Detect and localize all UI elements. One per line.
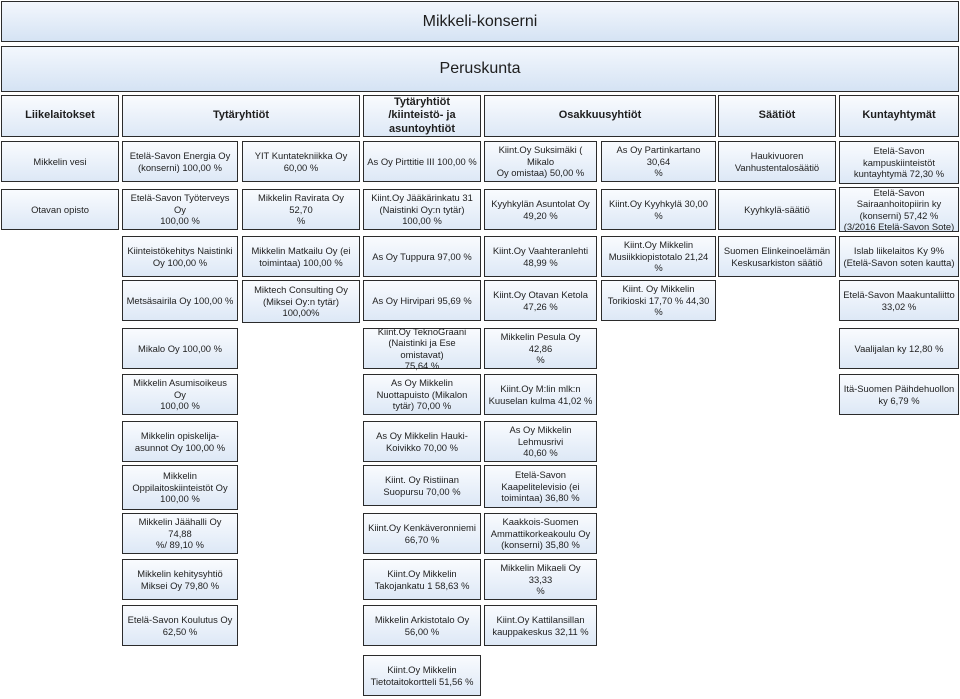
tytaryhtio-box: Etelä-Savon Työterveys Oy 100,00 % bbox=[122, 189, 238, 230]
header-saatiot: Säätiöt bbox=[718, 95, 836, 137]
osakkuusyhtio-box: Etelä-Savon Kaapelitelevisio (ei toimint… bbox=[484, 465, 597, 508]
tytaryhtio-box: Miktech Consulting Oy (Miksei Oy:n tytär… bbox=[242, 280, 360, 323]
tytaryhtio-box: Mikkelin opiskelija- asunnot Oy 100,00 % bbox=[122, 421, 238, 462]
tytaryhtio-box: Mikkelin kehitysyhtiö Miksei Oy 79,80 % bbox=[122, 559, 238, 600]
kiinteistoyhtio-box: Kiint.Oy Jääkärinkatu 31 (Naistinki Oy:n… bbox=[363, 189, 481, 230]
osakkuusyhtio-box: As Oy Partinkartano 30,64 % bbox=[601, 141, 716, 182]
kiinteistoyhtio-box: As Oy Mikkelin Nuottapuisto (Mikalon tyt… bbox=[363, 374, 481, 415]
tytaryhtio-box: Etelä-Savon Koulutus Oy 62,50 % bbox=[122, 605, 238, 646]
tytaryhtio-box: Mikkelin Jäähalli Oy 74,88 %/ 89,10 % bbox=[122, 513, 238, 554]
liikelaitos-box: Mikkelin vesi bbox=[1, 141, 119, 182]
tytaryhtio-box: Kiinteistökehitys Naistinki Oy 100,00 % bbox=[122, 236, 238, 277]
tytaryhtio-box: Metsäsairila Oy 100,00 % bbox=[122, 280, 238, 321]
osakkuusyhtio-box: Kiint.Oy Suksimäki ( Mikalo Oy omistaa) … bbox=[484, 141, 597, 182]
kuntayhtyma-box: Etelä-Savon Sairaanhoitopiirin ky (konse… bbox=[839, 187, 959, 232]
header-liikelaitokset: Liikelaitokset bbox=[1, 95, 119, 137]
osakkuusyhtio-box: Mikkelin Pesula Oy 42,86 % bbox=[484, 328, 597, 369]
osakkuusyhtio-box: Kiint.Oy M:lin mlk:n Kuuselan kulma 41,0… bbox=[484, 374, 597, 415]
kiinteistoyhtio-box: As Oy Mikkelin Hauki- Koivikko 70,00 % bbox=[363, 421, 481, 462]
kiinteistoyhtio-box: Kiint.Oy Kenkäveronniemi 66,70 % bbox=[363, 513, 481, 554]
tytaryhtio-box: Mikkelin Ravirata Oy 52,70 % bbox=[242, 189, 360, 230]
tytaryhtio-box: Mikalo Oy 100,00 % bbox=[122, 328, 238, 369]
kiinteistoyhtio-box: As Oy Tuppura 97,00 % bbox=[363, 236, 481, 277]
tytaryhtio-box: YIT Kuntatekniikka Oy 60,00 % bbox=[242, 141, 360, 182]
header-kuntayhtymat: Kuntayhtymät bbox=[839, 95, 959, 137]
saatio-box: Haukivuoren Vanhustentalosäätiö bbox=[718, 141, 836, 182]
tytaryhtio-box: Mikkelin Matkailu Oy (ei toimintaa) 100,… bbox=[242, 236, 360, 277]
osakkuusyhtio-box: Mikkelin Mikaeli Oy 33,33 % bbox=[484, 559, 597, 600]
tytaryhtio-box: Mikkelin Asumisoikeus Oy 100,00 % bbox=[122, 374, 238, 415]
page-subtitle: Peruskunta bbox=[1, 46, 959, 92]
kiinteistoyhtio-box: Kiint.Oy Mikkelin Takojankatu 1 58,63 % bbox=[363, 559, 481, 600]
kiinteistoyhtio-box: Kiint. Oy Ristiinan Suopursu 70,00 % bbox=[363, 465, 481, 506]
kiinteistoyhtio-box: Kiint.Oy TeknoGraani (Naistinki ja Ese o… bbox=[363, 326, 481, 371]
kuntayhtyma-box: Vaalijalan ky 12,80 % bbox=[839, 328, 959, 369]
osakkuusyhtio-box: Kiint.Oy Mikkelin Musiikkiopistotalo 21,… bbox=[601, 236, 716, 277]
kuntayhtyma-box: Etelä-Savon Maakuntaliitto 33,02 % bbox=[839, 280, 959, 321]
header-tytaryhtiot-kiinteisto: Tytäryhtiöt /kiinteistö- ja asuntoyhtiöt bbox=[363, 95, 481, 137]
kiinteistoyhtio-box: As Oy Hirvipari 95,69 % bbox=[363, 280, 481, 321]
page-title: Mikkeli-konserni bbox=[1, 1, 959, 42]
saatio-box: Kyyhkylä-säätiö bbox=[718, 189, 836, 230]
osakkuusyhtio-box: Kiint.Oy Vaahteranlehti 48,99 % bbox=[484, 236, 597, 277]
kuntayhtyma-box: Islab liikelaitos Ky 9% (Etelä-Savon sot… bbox=[839, 236, 959, 277]
tytaryhtio-box: Mikkelin Oppilaitoskiinteistöt Oy 100,00… bbox=[122, 465, 238, 510]
osakkuusyhtio-box: Kiint.Oy Otavan Ketola 47,26 % bbox=[484, 280, 597, 321]
header-tytaryhtiot: Tytäryhtiöt bbox=[122, 95, 360, 137]
kuntayhtyma-box: Itä-Suomen Päihdehuollon ky 6,79 % bbox=[839, 374, 959, 415]
osakkuusyhtio-box: As Oy Mikkelin Lehmusrivi 40,60 % bbox=[484, 421, 597, 462]
osakkuusyhtio-box: Kiint.Oy Kyyhkylä 30,00 % bbox=[601, 189, 716, 230]
tytaryhtio-box: Etelä-Savon Energia Oy (konserni) 100,00… bbox=[122, 141, 238, 182]
liikelaitos-box: Otavan opisto bbox=[1, 189, 119, 230]
kiinteistoyhtio-box: Kiint.Oy Mikkelin Tietotaitokortteli 51,… bbox=[363, 655, 481, 696]
kiinteistoyhtio-box: Mikkelin Arkistotalo Oy 56,00 % bbox=[363, 605, 481, 646]
osakkuusyhtio-box: Kyyhkylän Asuntolat Oy 49,20 % bbox=[484, 189, 597, 230]
kuntayhtyma-box: Etelä-Savon kampuskiinteistöt kuntayhtym… bbox=[839, 141, 959, 184]
kiinteistoyhtio-box: As Oy Pirttitie III 100,00 % bbox=[363, 141, 481, 182]
osakkuusyhtio-box: Kiint. Oy Mikkelin Torikioski 17,70 % 44… bbox=[601, 280, 716, 321]
saatio-box: Suomen Elinkeinoelämän Keskusarkiston sä… bbox=[718, 236, 836, 277]
osakkuusyhtio-box: Kaakkois-Suomen Ammattikorkeakoulu Oy (k… bbox=[484, 513, 597, 554]
osakkuusyhtio-box: Kiint.Oy Kattilansillan kauppakeskus 32,… bbox=[484, 605, 597, 646]
header-osakkuusyhtiot: Osakkuusyhtiöt bbox=[484, 95, 716, 137]
